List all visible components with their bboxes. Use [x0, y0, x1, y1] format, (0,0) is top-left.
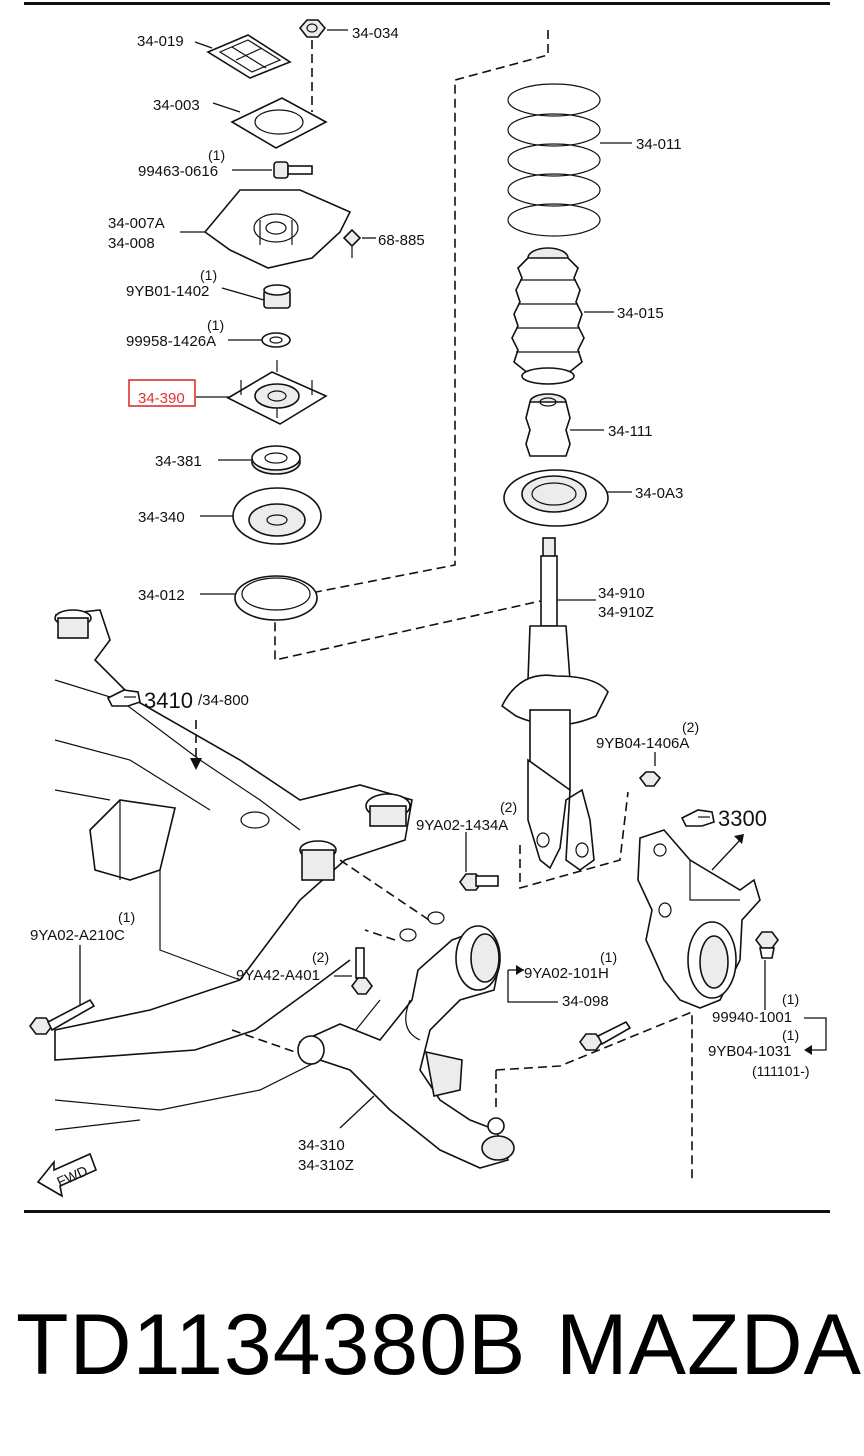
part-34-011-coil-spring: [507, 83, 632, 237]
knuckle-3300: [637, 829, 761, 1009]
label-9yb04-1031: 9YB04-1031: [708, 1043, 791, 1060]
part-34-910-strut: [500, 537, 609, 871]
label-34-007a: 34-007A: [108, 215, 165, 232]
label-ref-3300: 3300: [718, 806, 767, 831]
label-9yb01-1402: 9YB01-1402: [126, 283, 209, 300]
label-9yb01-qty: (1): [200, 267, 217, 283]
label-34-0a3: 34-0A3: [635, 485, 683, 502]
label-fwd: FWD: [54, 1162, 90, 1190]
part-34-111-bump-stop: [525, 393, 604, 457]
part-99940-1001-nut: [755, 931, 827, 1055]
label-date-note: (111101-): [752, 1063, 810, 1079]
top-rule: [24, 2, 830, 5]
label-99463-qty: (1): [208, 147, 225, 163]
label-9ya42-a401: 9YA42-A401: [236, 967, 320, 984]
part-34-390-strut-mount: [196, 360, 328, 425]
part-34-019-pad: [194, 34, 292, 79]
hand-pointer-icon: [106, 689, 141, 707]
label-34-003: 34-003: [153, 97, 200, 114]
label-34-340: 34-340: [138, 509, 185, 526]
subframe-3410: [54, 609, 413, 1131]
label-34-034: 34-034: [352, 25, 399, 42]
label-99958-qty: (1): [207, 317, 224, 333]
label-34-381: 34-381: [155, 453, 202, 470]
label-34-012: 34-012: [138, 587, 185, 604]
label-34-019: 34-019: [137, 33, 184, 50]
part-34-007a-bracket: [180, 189, 352, 269]
label-99940-qty: (1): [782, 991, 799, 1007]
label-34-015: 34-015: [617, 305, 664, 322]
brand-name: MAZDA: [556, 1297, 862, 1393]
label-9ya42-a401-qty: (2): [312, 949, 329, 965]
part-9ya02-a210c-bolt: [29, 945, 96, 1035]
label-9yb04-1031-qty: (1): [782, 1027, 799, 1043]
label-34-008: 34-008: [108, 235, 155, 252]
part-34-003-gasket: [212, 97, 328, 149]
strut-knuckle-dash: [519, 791, 629, 890]
label-9ya02-a210c-qty: (1): [118, 909, 135, 925]
part-34-034-nut: [298, 19, 348, 112]
label-9ya02-a210c: 9YA02-A210C: [30, 927, 125, 944]
part-9yb04-1406a-nut: [638, 752, 662, 787]
part-number: TD1134380B: [16, 1297, 527, 1393]
part-99958-1426a-washer: [228, 332, 291, 348]
label-34-111: 34-111: [608, 423, 652, 440]
label-99940-1001: 99940-1001: [712, 1009, 792, 1026]
label-34-310z: 34-310Z: [298, 1157, 354, 1174]
label-99958-1426a: 99958-1426A: [126, 333, 216, 350]
label-9ya02-1434a-qty: (2): [500, 799, 517, 815]
label-ref-34-800: /34-800: [198, 692, 249, 709]
part-9ya02-1434a-bolt: [459, 832, 499, 891]
label-9ya02-101h: 9YA02-101H: [524, 965, 609, 982]
label-99463-0616: 99463-0616: [138, 163, 218, 180]
label-34-310: 34-310: [298, 1137, 345, 1154]
part-34-098-bolt: [507, 965, 632, 1051]
arm-knuckle-dash: [495, 1010, 693, 1180]
part-9ya42-a401-bolt: [334, 947, 373, 995]
fwd-arrow: [36, 1152, 98, 1198]
label-34-098: 34-098: [562, 993, 609, 1010]
part-68-885-clip: [342, 228, 376, 258]
label-9ya02-1434a: 9YA02-1434A: [416, 817, 508, 834]
bottom-rule: [24, 1210, 830, 1213]
label-9yb04-1406a: 9YB04-1406A: [596, 735, 689, 752]
part-34-381-bearing: [218, 445, 301, 475]
part-34-310-control-arm: [297, 911, 515, 1169]
part-9yb01-1402-nut: [221, 284, 291, 309]
label-34-910: 34-910: [598, 585, 645, 602]
part-99463-0616-bolt: [232, 161, 313, 179]
label-9ya02-101h-qty: (1): [600, 949, 617, 965]
hand-pointer-icon-2: [680, 809, 715, 827]
label-34-011: 34-011: [636, 136, 682, 153]
label-34-910z: 34-910Z: [598, 604, 654, 621]
label-ref-3410: 3410: [144, 688, 193, 713]
part-34-0a3-spring-seat: [503, 469, 632, 527]
label-9yb04-1406a-qty: (2): [682, 719, 699, 735]
highlight-box-34-390: [128, 379, 196, 407]
part-34-012-insulator: [200, 575, 318, 621]
assembly-outline-dash: [274, 30, 549, 661]
label-34-390: 34-390: [138, 390, 185, 407]
part-34-015-dust-boot: [511, 247, 614, 385]
part-34-340-spring-seat: [200, 487, 322, 545]
footer: TD1134380B MAZDA: [0, 1290, 864, 1400]
label-68-885: 68-885: [378, 232, 425, 249]
